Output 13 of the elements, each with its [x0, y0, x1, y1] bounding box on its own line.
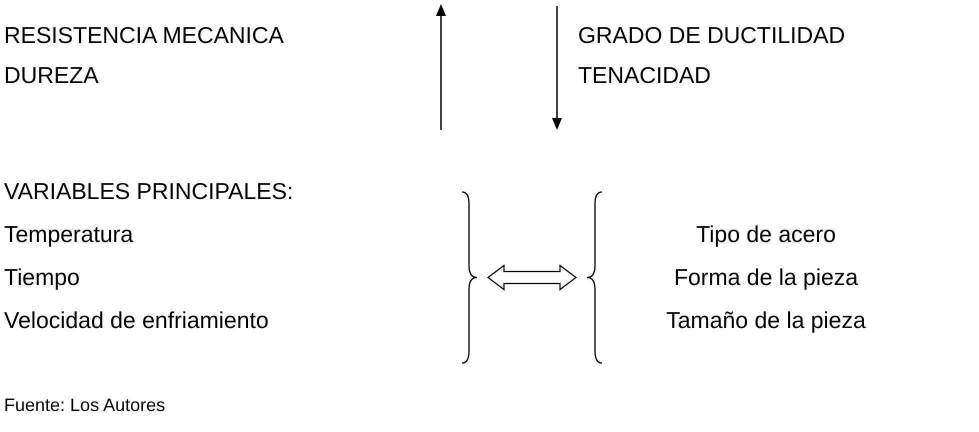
variable-text: Velocidad de enfriamiento: [4, 309, 269, 332]
variable-text: Temperatura: [4, 223, 134, 246]
double-arrow: [487, 264, 577, 291]
variable-text: Tiempo: [4, 266, 80, 289]
caption: Fuente: Los Autores: [4, 395, 166, 416]
variable-text: Tamaño de la pieza: [665, 309, 867, 332]
property-label: RESISTENCIA MECANICA: [4, 24, 284, 47]
variable-text: Forma de la pieza: [672, 266, 860, 289]
property-label: GRADO DE DUCTILIDAD: [578, 24, 846, 47]
variable-text: Tipo de acero: [695, 223, 837, 246]
variable-text: VARIABLES PRINCIPALES:: [4, 180, 294, 203]
property-label: DUREZA: [4, 64, 99, 87]
property-label: TENACIDAD: [578, 64, 711, 87]
